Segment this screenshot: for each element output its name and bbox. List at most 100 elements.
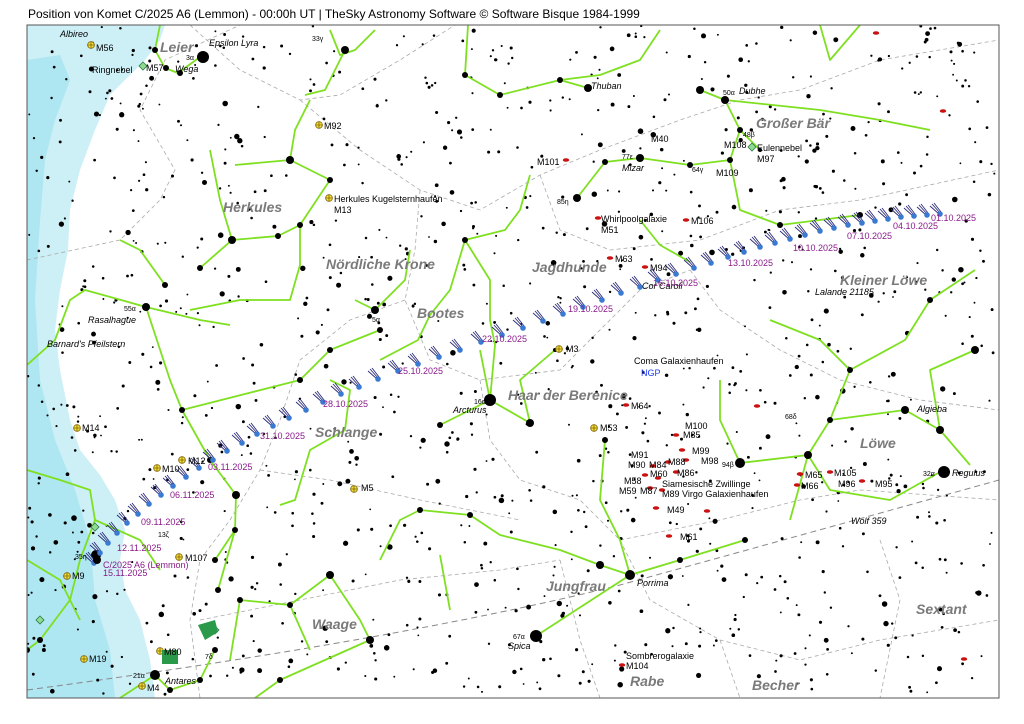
background-star — [257, 105, 260, 109]
background-star — [277, 562, 282, 567]
background-star — [821, 570, 825, 574]
background-star — [905, 193, 909, 197]
background-star — [566, 604, 569, 607]
background-star — [53, 540, 59, 545]
background-star — [461, 39, 465, 43]
background-star — [641, 431, 645, 435]
background-star — [434, 81, 437, 85]
comet-position-marker — [532, 309, 546, 324]
background-star — [559, 301, 562, 304]
background-star — [707, 377, 710, 380]
background-star — [182, 538, 185, 541]
galaxy-marker — [654, 476, 662, 480]
star-label-77epsilon: 77ε — [622, 154, 633, 161]
background-star — [993, 172, 996, 175]
constellation-line — [145, 306, 183, 411]
background-star — [162, 195, 166, 199]
background-star — [27, 642, 30, 645]
background-star — [344, 661, 347, 664]
background-star — [753, 472, 756, 475]
background-star — [936, 666, 943, 672]
bright-star — [827, 417, 833, 423]
background-star — [186, 576, 190, 579]
comet-date-28-10: 28.10.2025 — [323, 399, 368, 409]
dso-label-m99: M99 — [692, 446, 710, 456]
bright-star — [938, 466, 950, 478]
background-star — [420, 531, 424, 535]
dso-label-m10: M10 — [162, 464, 180, 474]
background-star — [263, 189, 267, 193]
background-star — [809, 75, 812, 78]
dso-label-m13: M13 — [334, 205, 352, 215]
background-star — [481, 322, 485, 325]
background-star — [903, 484, 908, 489]
ecliptic — [27, 479, 999, 691]
comet-current-position — [93, 556, 101, 564]
background-star — [326, 308, 330, 312]
background-star — [148, 468, 152, 472]
background-star — [627, 105, 631, 109]
constellation-label-jungfrau: Jungfrau — [546, 578, 606, 594]
dso-label-m9: M9 — [72, 571, 85, 581]
constellation-line — [254, 574, 371, 698]
background-star — [140, 438, 143, 441]
background-star — [333, 427, 337, 431]
background-star — [262, 432, 266, 436]
background-star — [58, 221, 65, 227]
background-star — [493, 252, 496, 255]
background-star — [250, 555, 255, 560]
background-star — [165, 671, 169, 675]
comet-position-marker — [387, 359, 401, 374]
star-label-thuban: Thuban — [591, 81, 622, 91]
dso-label-m14: M14 — [82, 423, 100, 433]
dso-label-m66: M66 — [801, 481, 819, 491]
background-star — [30, 591, 33, 594]
background-star — [926, 135, 929, 139]
background-star — [137, 104, 141, 108]
star-label-94beta: 94β — [722, 462, 734, 469]
background-star — [807, 289, 810, 293]
dso-label-m58: M58 — [624, 476, 642, 486]
background-star — [471, 28, 476, 33]
background-star — [235, 403, 242, 410]
background-star — [696, 672, 702, 678]
comet-date-01-10: 01.10.2025 — [931, 213, 976, 223]
background-star — [964, 219, 968, 223]
dso-label-m97: M97 — [757, 154, 775, 164]
constellation-label-becher: Becher — [752, 677, 801, 693]
background-star — [413, 302, 417, 306]
background-star — [870, 479, 874, 483]
background-star — [186, 293, 189, 296]
background-star — [697, 435, 701, 438]
bright-star — [636, 154, 644, 162]
globular-cluster-marker — [555, 345, 563, 353]
background-star — [156, 388, 160, 391]
background-star — [941, 269, 944, 272]
background-star — [944, 314, 947, 317]
background-star — [951, 277, 956, 282]
background-star — [460, 524, 463, 527]
star-label-32alpha: 32α — [923, 471, 935, 478]
background-star — [179, 536, 183, 540]
constellation-line — [464, 174, 531, 241]
background-star — [409, 434, 413, 438]
bright-star — [287, 602, 293, 608]
background-star — [961, 282, 964, 286]
background-star — [756, 674, 761, 679]
background-star — [795, 422, 798, 425]
background-star — [640, 25, 643, 28]
background-star — [964, 79, 967, 82]
comet-date-06-11: 06.11.2025 — [170, 490, 214, 500]
background-star — [517, 238, 520, 242]
background-star — [982, 259, 985, 263]
constellation-line — [329, 29, 376, 56]
background-star — [72, 405, 76, 409]
dso-label-m84: M84 — [649, 460, 667, 470]
background-star — [63, 521, 67, 525]
background-star — [609, 46, 615, 52]
background-star — [272, 224, 277, 229]
bright-star — [437, 422, 443, 428]
background-star — [349, 449, 354, 454]
background-star — [128, 361, 132, 364]
